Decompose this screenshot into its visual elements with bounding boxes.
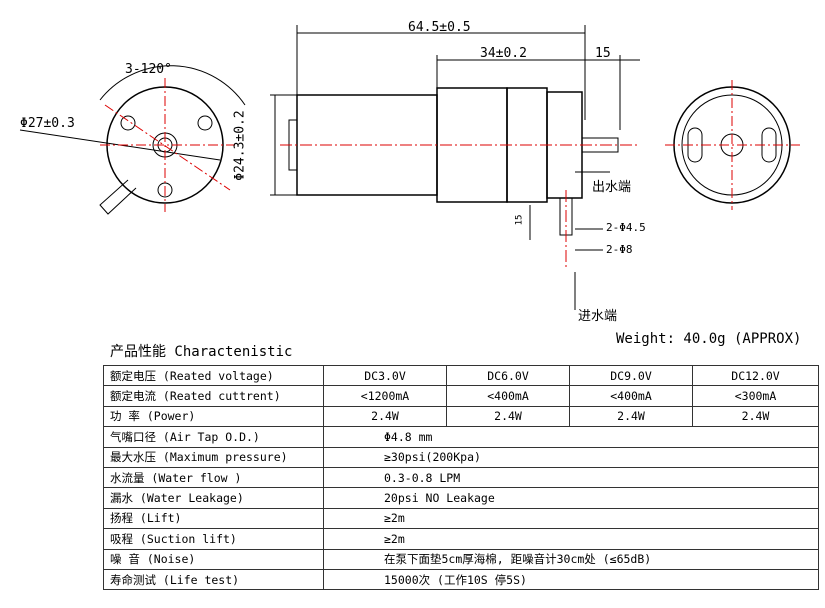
- row-label: 气嘴口径 (Air Tap O.D.): [103, 426, 324, 448]
- overall-length-dim: 64.5±0.5: [408, 20, 471, 35]
- head-length-dim: 34±0.2: [480, 46, 527, 61]
- row-value: <1200mA: [323, 385, 447, 407]
- row-label: 噪 音 (Noise): [103, 548, 324, 570]
- row-value: 2.4W: [569, 405, 693, 428]
- table-row: 水流量 (Water flow )0.3-0.8 LPM: [103, 466, 819, 489]
- rear-view: [665, 80, 800, 210]
- row-value: 2.4W: [692, 405, 819, 428]
- row-label: 水流量 (Water flow ): [103, 466, 324, 489]
- row-value: 15000次 (工作10S 停5S): [323, 568, 819, 591]
- table-row: 寿命测试 (Life test)15000次 (工作10S 停5S): [103, 568, 819, 591]
- table-row: 漏水 (Water Leakage)20psi NO Leakage: [103, 487, 819, 509]
- table-row: 气嘴口径 (Air Tap O.D.)Φ4.8 mm: [103, 426, 819, 448]
- row-label: 漏水 (Water Leakage): [103, 487, 324, 509]
- nozzle-outer-dim: 2-Φ8: [606, 243, 633, 256]
- weight-label: Weight: 40.0g (APPROX): [616, 331, 802, 347]
- table-row: 额定电流 (Reated cuttrent)<1200mA<400mA<400m…: [103, 385, 819, 407]
- front-view: [19, 65, 246, 215]
- row-label: 扬程 (Lift): [103, 507, 324, 530]
- flange-dia-dim: Φ27±0.3: [20, 116, 75, 131]
- row-value: ≥30psi(200Kpa): [323, 446, 819, 468]
- row-value: DC6.0V: [446, 364, 570, 387]
- section-title: 产品性能 Charactenistic: [110, 344, 293, 360]
- row-value: Φ4.8 mm: [323, 426, 819, 448]
- row-value: 2.4W: [446, 405, 570, 428]
- table-row: 最大水压 (Maximum pressure)≥30psi(200Kpa): [103, 446, 819, 468]
- row-label: 最大水压 (Maximum pressure): [103, 446, 324, 468]
- row-value: ≥2m: [323, 528, 819, 550]
- inlet-length-dim: 15: [514, 214, 525, 226]
- row-label: 寿命测试 (Life test): [103, 568, 324, 591]
- angle-dim: 3-120°: [125, 62, 172, 77]
- row-value: DC3.0V: [323, 364, 447, 387]
- row-label: 额定电压 (Reated voltage): [103, 364, 324, 387]
- row-value: DC12.0V: [692, 364, 819, 387]
- row-value: 20psi NO Leakage: [323, 487, 819, 509]
- row-value: <400mA: [446, 385, 570, 407]
- row-value: 0.3-0.8 LPM: [323, 466, 819, 489]
- nozzle-inner-dim: 2-Φ4.5: [606, 221, 646, 234]
- body-dia-dim: Φ24.3±0.2: [232, 110, 248, 181]
- row-value: DC9.0V: [569, 364, 693, 387]
- table-row: 吸程 (Suction lift)≥2m: [103, 528, 819, 550]
- table-row: 扬程 (Lift)≥2m: [103, 507, 819, 530]
- table-row: 噪 音 (Noise)在泵下面垫5cm厚海棉, 距噪音计30cm处 (≤65dB…: [103, 548, 819, 570]
- inlet-label: 进水端: [578, 309, 618, 324]
- row-value: ≥2m: [323, 507, 819, 530]
- row-label: 功 率 (Power): [103, 405, 324, 428]
- row-value: 在泵下面垫5cm厚海棉, 距噪音计30cm处 (≤65dB): [323, 548, 819, 570]
- row-label: 额定电流 (Reated cuttrent): [103, 385, 324, 407]
- outlet-label: 出水端: [592, 180, 632, 195]
- row-value: <400mA: [569, 385, 693, 407]
- row-label: 吸程 (Suction lift): [103, 528, 324, 550]
- row-value: <300mA: [692, 385, 819, 407]
- side-view: [270, 25, 640, 310]
- row-value: 2.4W: [323, 405, 447, 428]
- pump-drawing: [19, 25, 800, 310]
- outlet-length-dim: 15: [595, 46, 611, 61]
